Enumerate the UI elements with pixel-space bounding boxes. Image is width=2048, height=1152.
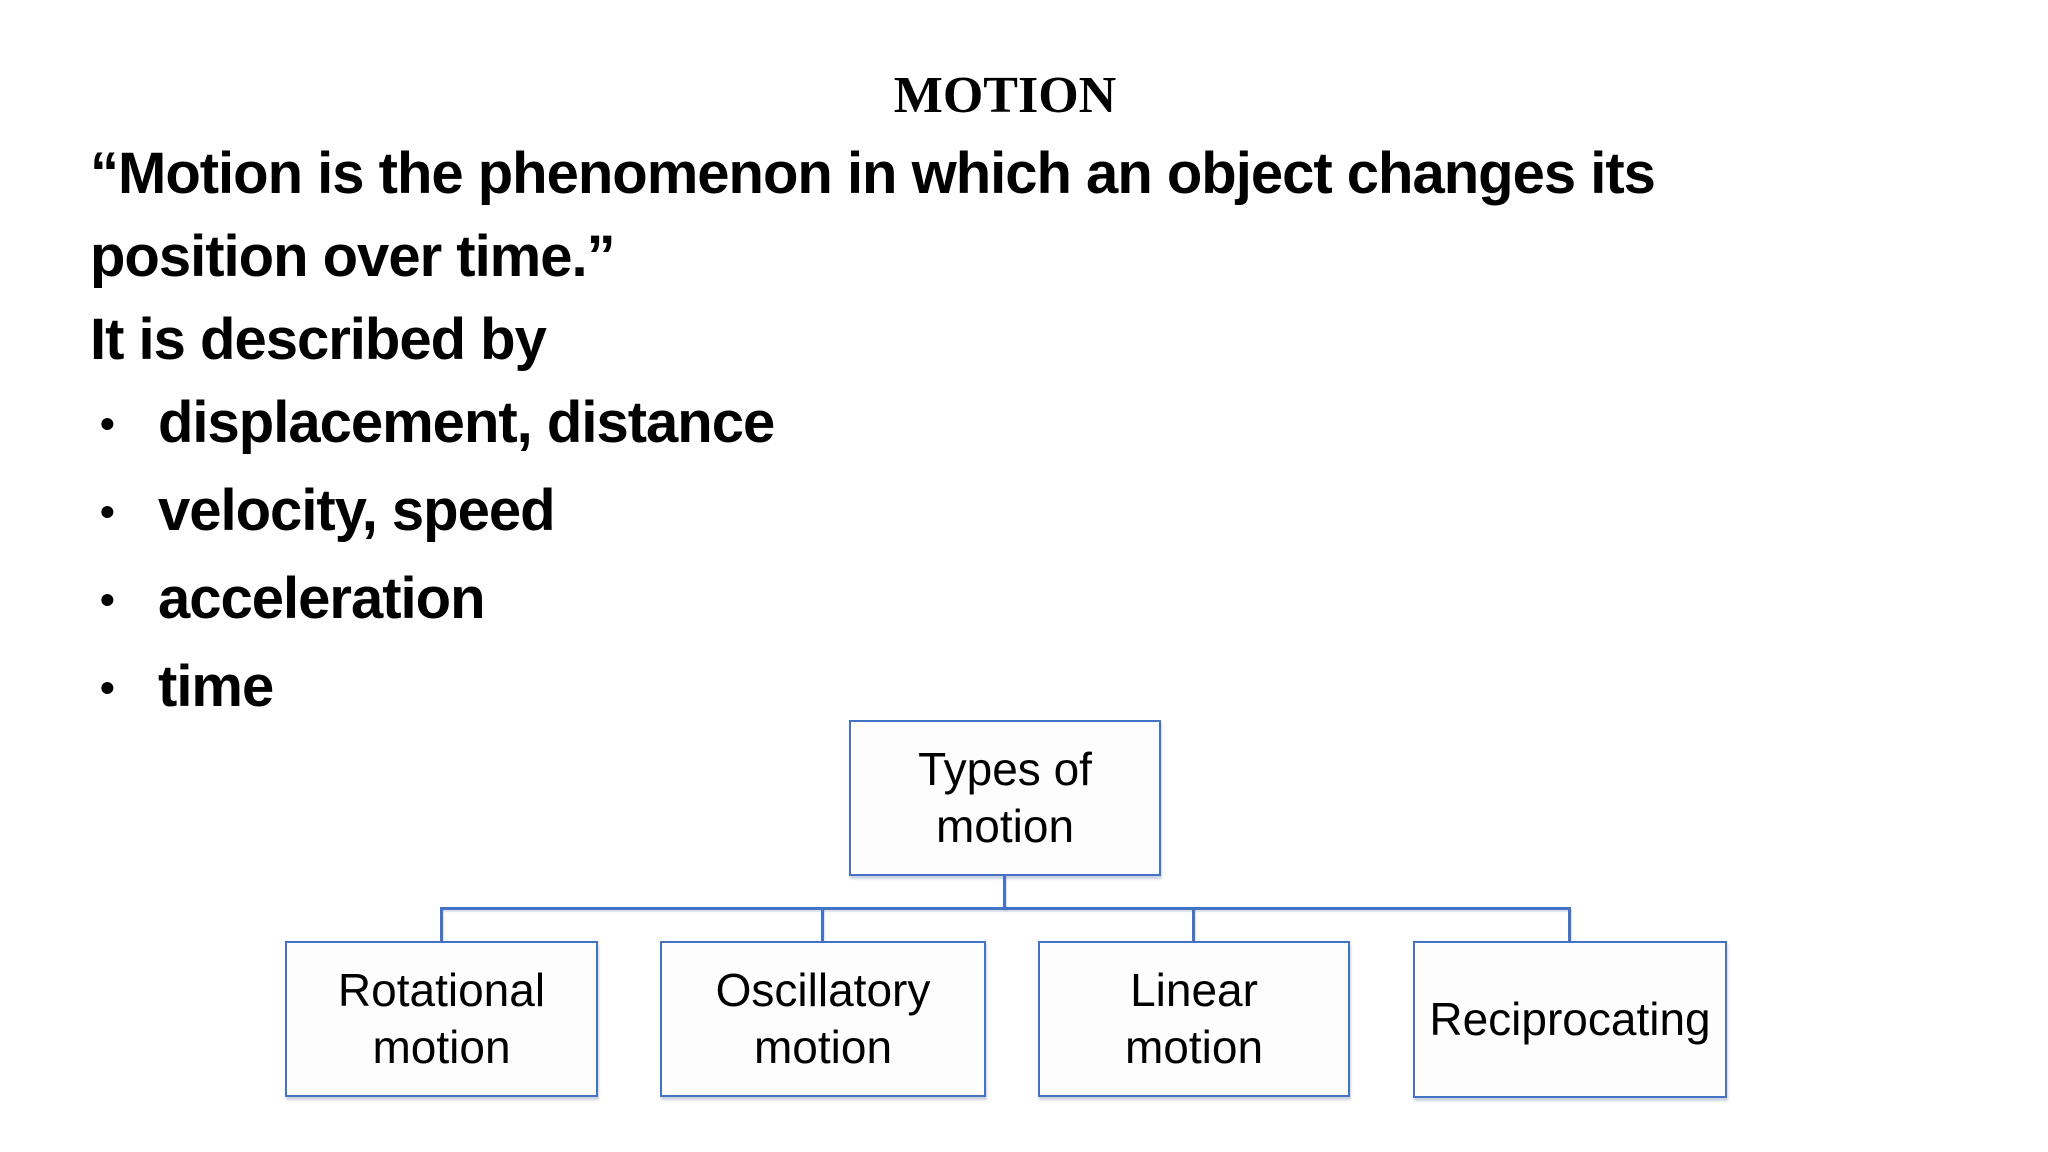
box-label-line: motion <box>1124 1021 1264 1073</box>
described-by-label: It is described by <box>90 307 547 372</box>
bullet-item-time: • time <box>90 645 1850 733</box>
quote-line-2: position over time.” <box>90 224 616 289</box>
bullet-icon: • <box>100 400 115 447</box>
bullet-icon: • <box>100 576 115 623</box>
bullet-text: displacement, distance <box>158 390 775 455</box>
bullet-item-acceleration: • acceleration <box>90 557 1850 645</box>
connector-drop-reciprocating <box>1568 908 1571 942</box>
reciprocating-motion-box: Reciprocating <box>1413 941 1727 1098</box>
rotational-motion-box: Rotational motion <box>285 941 598 1097</box>
box-label-line: Reciprocating <box>1429 993 1711 1045</box>
bullet-text: velocity, speed <box>158 478 556 543</box>
types-of-motion-box: Types of motion <box>849 720 1161 876</box>
slide-title: MOTION <box>893 67 1117 124</box>
bullet-text: acceleration <box>158 566 486 631</box>
bullet-item-displacement: • displacement, distance <box>90 381 1850 469</box>
connector-root-stub <box>1003 875 1006 909</box>
bullet-icon: • <box>100 488 115 535</box>
connector-drop-oscillatory <box>821 908 824 942</box>
quote-line-1: “Motion is the phenomenon in which an ob… <box>90 141 1656 206</box>
bullet-icon: • <box>100 664 115 711</box>
box-label-line: motion <box>753 1021 893 1073</box>
box-label-line: motion <box>935 800 1075 852</box>
box-label-line: motion <box>372 1021 511 1073</box>
box-label-line: Rotational <box>337 964 546 1016</box>
connector-drop-linear <box>1192 908 1195 942</box>
connector-drop-rotational <box>440 908 443 942</box>
bullet-item-velocity: • velocity, speed <box>90 469 1850 557</box>
oscillatory-motion-box: Oscillatory motion <box>660 941 986 1097</box>
body-text-block: “Motion is the phenomenon in which an ob… <box>90 132 1850 733</box>
bullet-text: time <box>158 654 274 719</box>
box-label-line: Linear <box>1130 964 1258 1016</box>
connector-horizontal <box>440 907 1571 910</box>
box-label-line: Oscillatory <box>715 964 931 1016</box>
box-label-line: Types of <box>918 743 1092 795</box>
linear-motion-box: Linear motion <box>1038 941 1350 1097</box>
